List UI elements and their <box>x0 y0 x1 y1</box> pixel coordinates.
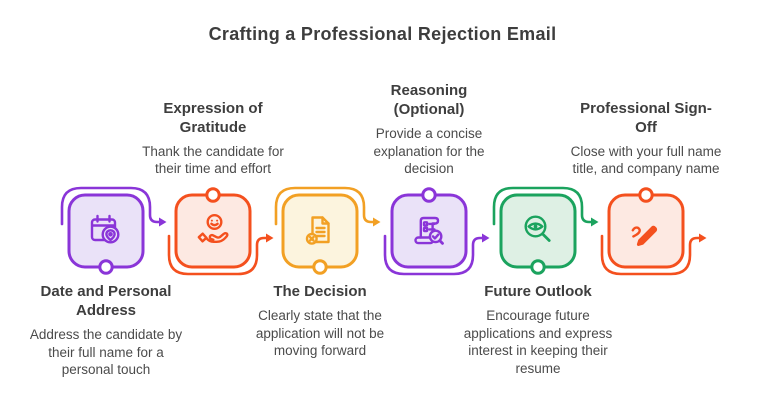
page-title: Crafting a Professional Rejection Email <box>208 24 557 44</box>
scroll-check-icon <box>414 216 444 245</box>
connector-dot <box>205 187 221 203</box>
step-title: Expression of Gratitude <box>163 99 263 136</box>
step-description: Address the candidate by their full name… <box>29 327 183 378</box>
step-node-graphic <box>167 187 274 276</box>
connector-dot <box>530 259 546 275</box>
step-text-block: Date and Personal Address Address the ca… <box>22 282 190 379</box>
step-description: Provide a concise explanation for the de… <box>373 126 485 177</box>
eye-magnifier-icon <box>524 215 551 242</box>
connector-dot <box>312 259 328 275</box>
flow-arrow-icon <box>373 217 381 227</box>
step-text-block: Expression of Gratitude Thank the candid… <box>129 0 297 178</box>
step-node-graphic <box>383 187 490 276</box>
step-text-block: Reasoning (Optional) Provide a concise e… <box>345 0 513 178</box>
smiley-hand-icon <box>197 213 229 243</box>
step-date-and-personal-address: Date and Personal Address Address the ca… <box>22 0 190 400</box>
flow-arrow-icon <box>591 217 599 227</box>
connector-dot <box>98 259 114 275</box>
step-node-graphic <box>600 187 707 276</box>
step-reasoning-optional: Reasoning (Optional) Provide a concise e… <box>345 0 513 400</box>
step-title: Future Outlook <box>484 283 592 300</box>
step-title: Professional Sign-Off <box>580 99 712 136</box>
pen-signature-icon <box>631 225 658 246</box>
flow-bracket <box>167 234 269 276</box>
step-text-block: Future Outlook Encourage future applicat… <box>454 282 622 377</box>
step-future-outlook: Future Outlook Encourage future applicat… <box>454 0 622 400</box>
flow-bracket <box>383 234 485 276</box>
step-description: Thank the candidate for their time and e… <box>142 143 284 177</box>
flow-arrow-icon <box>699 233 707 243</box>
flow-bracket <box>492 186 594 226</box>
step-node-graphic <box>492 186 599 275</box>
connector-dot <box>421 187 437 203</box>
flow-bracket <box>60 186 162 226</box>
flow-arrow-icon <box>482 233 490 243</box>
calendar-pin-icon <box>90 214 120 244</box>
connector-dot <box>638 187 654 203</box>
document-x-icon <box>305 216 330 245</box>
step-node-graphic <box>60 186 167 275</box>
step-title: Reasoning (Optional) <box>390 81 468 119</box>
flow-bracket <box>600 234 702 276</box>
flow-arrow-icon <box>266 233 274 243</box>
step-expression-of-gratitude: Expression of Gratitude Thank the candid… <box>129 0 297 400</box>
step-node-graphic <box>274 186 381 275</box>
step-description: Close with your full name title, and com… <box>570 143 722 177</box>
step-title: The Decision <box>273 283 367 300</box>
step-box <box>607 193 685 269</box>
step-description: Encourage future applications and expres… <box>463 308 613 376</box>
flow-bracket <box>274 186 376 226</box>
step-title: Date and Personal Address <box>40 283 172 320</box>
step-description: Clearly state that the application will … <box>255 308 385 359</box>
step-the-decision: The Decision Clearly state that the appl… <box>236 0 404 400</box>
step-text-block: The Decision Clearly state that the appl… <box>236 282 404 360</box>
step-professional-sign-off: Professional Sign-Off Close with your fu… <box>562 0 730 400</box>
flow-arrow-icon <box>159 217 167 227</box>
step-text-block: Professional Sign-Off Close with your fu… <box>562 0 730 178</box>
